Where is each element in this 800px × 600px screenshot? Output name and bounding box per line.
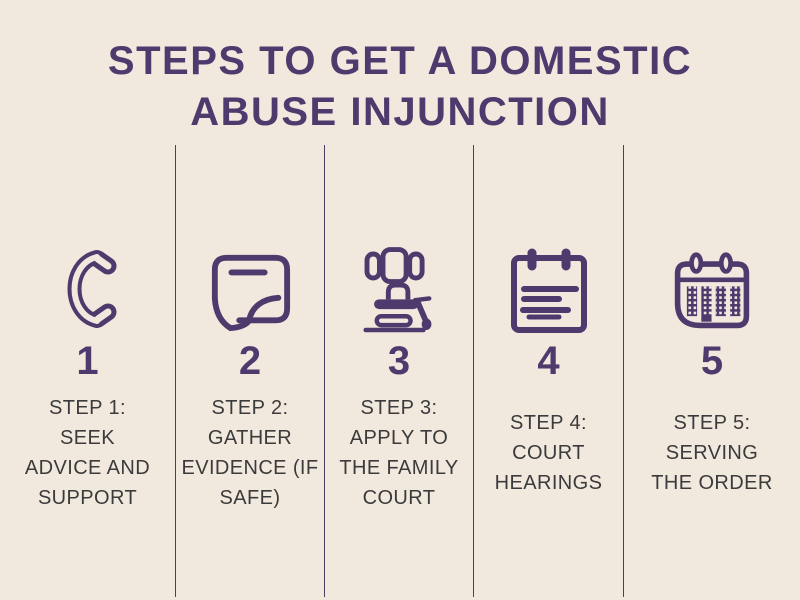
step-column-2: 2 STEP 2: GATHER EVIDENCE (IF SAFE) <box>176 145 325 597</box>
step-number: 4 <box>537 339 560 383</box>
notepad-icon <box>510 248 587 333</box>
step-number: 3 <box>387 339 411 383</box>
speech-bubble-icon <box>211 254 291 332</box>
step-column-4: 4 STEP 4: COURT HEARINGS <box>474 145 624 597</box>
page-title: STEPS TO GET A DOMESTIC ABUSE INJUNCTION <box>107 39 693 134</box>
step-label: STEP 4: COURT HEARINGS <box>494 412 603 494</box>
steps-row: 1 STEP 1: SEEK ADVICE AND SUPPORT 2 STEP… <box>0 145 800 597</box>
step-label: STEP 1: SEEK ADVICE AND SUPPORT <box>24 397 151 509</box>
step-number: 5 <box>700 339 724 383</box>
step-label: STEP 2: GATHER EVIDENCE (IF SAFE) <box>181 397 319 509</box>
step-column-5: 5 STEP 5: SERVING THE ORDER <box>624 145 800 597</box>
step-number: 2 <box>238 339 262 383</box>
phone-handset-icon <box>67 250 116 328</box>
step-number: 1 <box>76 339 99 383</box>
step-column-3: 3 STEP 3: APPLY TO THE FAMILY COURT <box>325 145 474 597</box>
step-label: STEP 5: SERVING THE ORDER <box>651 412 773 494</box>
gavel-icon <box>363 247 432 333</box>
step-label: STEP 3: APPLY TO THE FAMILY COURT <box>339 397 459 509</box>
step-column-1: 1 STEP 1: SEEK ADVICE AND SUPPORT <box>0 145 176 597</box>
calendar-icon <box>674 252 750 329</box>
